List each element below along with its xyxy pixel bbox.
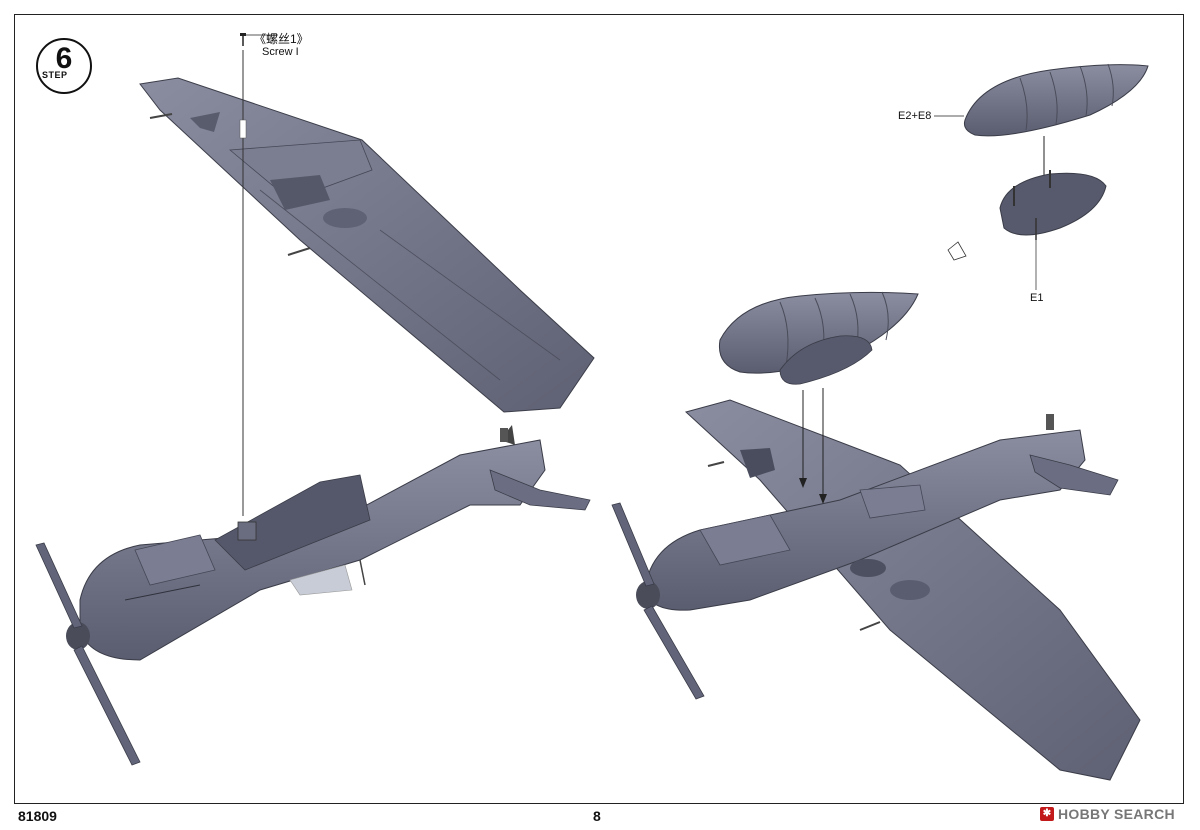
drop-tank-exploded bbox=[934, 63, 1149, 290]
hobby-search-watermark: ✱ HOBBY SEARCH bbox=[1040, 806, 1175, 822]
step-word: STEP bbox=[42, 70, 68, 80]
part-label-e1: E1 bbox=[1030, 292, 1044, 304]
screw-label-cn: 《螺丝1》 bbox=[254, 32, 309, 46]
part-label-e2-e8: E2+E8 bbox=[898, 110, 932, 122]
wing-left-detached bbox=[139, 77, 595, 413]
kit-code: 81809 bbox=[18, 808, 57, 824]
hobby-search-logo-icon: ✱ bbox=[1040, 807, 1054, 821]
watermark-text: HOBBY SEARCH bbox=[1058, 806, 1175, 822]
airframe-right bbox=[611, 291, 1141, 781]
screw-label-en: Screw I bbox=[262, 46, 299, 58]
step-number: 6 bbox=[55, 42, 73, 75]
page-number: 8 bbox=[593, 808, 601, 824]
fuselage-left bbox=[35, 425, 591, 766]
screw-guide bbox=[239, 33, 278, 516]
step-badge: 6 STEP bbox=[36, 38, 92, 94]
page-frame bbox=[14, 14, 1184, 804]
